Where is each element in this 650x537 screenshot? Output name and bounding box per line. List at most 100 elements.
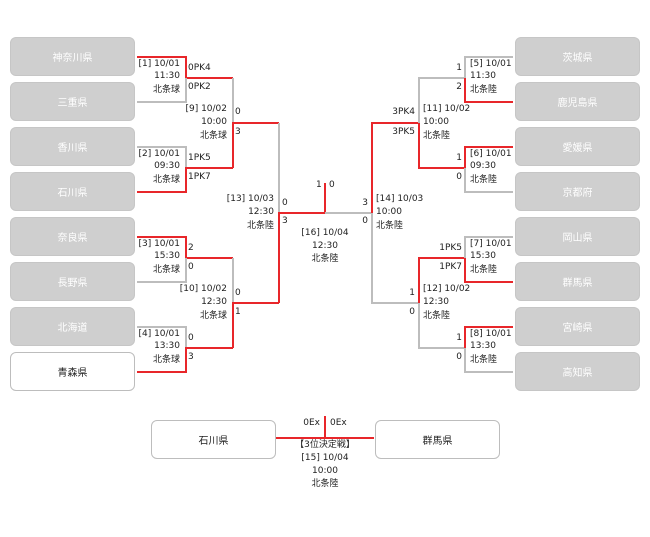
match-id: [2] 10/01 [138, 149, 180, 159]
team-box: 鹿児島県 [515, 82, 640, 121]
match-venue: 北条陸 [246, 221, 274, 231]
score-bottom: 0PK2 [188, 82, 211, 92]
team-box: 高知県 [515, 352, 640, 391]
match-id: [12] 10/02 [423, 284, 471, 294]
score-left: 0Ex [303, 418, 320, 428]
team-name: 京都府 [562, 188, 593, 199]
score-right: 0Ex [330, 418, 347, 428]
match-time: 10:00 [201, 117, 227, 127]
team-name: 宮崎県 [562, 323, 593, 334]
match-7-lines [464, 236, 513, 283]
team-box: 奈良県 [10, 217, 135, 256]
match-time: 12:30 [423, 297, 449, 307]
score-top: 3 [362, 198, 368, 208]
score-top: 1 [409, 288, 415, 298]
team-box: 香川県 [10, 127, 135, 166]
score-bottom: 3 [282, 216, 288, 226]
score-top: 3PK4 [392, 107, 415, 117]
final-score-left: 1 [316, 180, 322, 190]
team-box: 神奈川県 [10, 37, 135, 76]
match-2-lines [137, 146, 233, 193]
team-name: 長野県 [57, 278, 88, 289]
score-top: 1PK5 [439, 243, 462, 253]
match-time: 11:30 [470, 71, 496, 81]
match-11-lines [418, 77, 465, 169]
match-id: [3] 10/01 [138, 239, 180, 249]
match-3-lines [137, 236, 233, 283]
match-id: [11] 10/02 [423, 104, 471, 114]
match-venue: 北条球 [152, 265, 180, 275]
match-16-lines [324, 183, 372, 214]
team-name: 茨城県 [562, 53, 593, 64]
team-box: 群馬県 [515, 262, 640, 301]
score-bottom: 0 [362, 216, 368, 226]
team-name: 高知県 [562, 368, 593, 379]
match-time: 15:30 [154, 251, 180, 261]
match-12-lines [418, 257, 465, 349]
match-id: [5] 10/01 [470, 59, 512, 69]
third-place-team-box: 石川県 [151, 420, 276, 459]
team-box: 岡山県 [515, 217, 640, 256]
champion-team-box: 青森県 [10, 352, 135, 391]
score-bottom: 0 [456, 352, 462, 362]
match-id: [13] 10/03 [226, 194, 274, 204]
team-name: 愛媛県 [562, 143, 593, 154]
score-bottom: 3 [235, 127, 241, 137]
match-venue: 北条陸 [311, 254, 339, 264]
match-15-lines [276, 416, 374, 439]
team-name: 岡山県 [562, 233, 593, 244]
team-name: 神奈川県 [52, 53, 93, 64]
match-venue: 北条陸 [470, 175, 498, 185]
match-id: [7] 10/01 [470, 239, 512, 249]
team-name: 石川県 [57, 188, 88, 199]
team-box: 北海道 [10, 307, 135, 346]
match-1-lines [137, 56, 233, 103]
match-venue: 北条球 [199, 131, 227, 141]
match-9-lines [232, 78, 279, 168]
match-time: 09:30 [154, 161, 180, 171]
match-id: [9] 10/02 [185, 104, 227, 114]
team-name: 群馬県 [562, 278, 593, 289]
match-6-lines [464, 146, 513, 193]
team-box: 宮崎県 [515, 307, 640, 346]
score-bottom: 3 [188, 352, 194, 362]
match-10-lines [232, 258, 279, 348]
match-venue: 北条球 [152, 175, 180, 185]
match-venue: 北条陸 [423, 311, 451, 321]
match-time: 10:00 [312, 466, 338, 476]
match-id: [8] 10/01 [470, 329, 512, 339]
score-bottom: 0 [456, 172, 462, 182]
match-time: 13:30 [154, 341, 180, 351]
score-top: 1 [456, 333, 462, 343]
team-box: 三重県 [10, 82, 135, 121]
match-time: 12:30 [312, 241, 338, 251]
score-top: 0 [235, 107, 241, 117]
match-time: 10:00 [376, 207, 402, 217]
score-top: 1 [456, 63, 462, 73]
match-time: 13:30 [470, 341, 496, 351]
match-id: [1] 10/01 [138, 59, 180, 69]
score-top: 0 [188, 333, 194, 343]
match-time: 11:30 [154, 71, 180, 81]
team-name: 奈良県 [57, 233, 88, 244]
match-id: [10] 10/02 [179, 284, 227, 294]
team-name: 香川県 [57, 143, 88, 154]
score-top: 2 [188, 243, 194, 253]
match-time: 12:30 [248, 207, 274, 217]
match-time: 15:30 [470, 251, 496, 261]
score-bottom: 3PK5 [392, 127, 415, 137]
match-venue: 北条陸 [470, 265, 498, 275]
match-5-lines [464, 56, 513, 103]
team-box: 京都府 [515, 172, 640, 211]
match-4-lines [137, 326, 233, 373]
match-venue: 北条陸 [311, 479, 339, 489]
match-venue: 北条陸 [376, 221, 404, 231]
match-venue: 北条球 [152, 85, 180, 95]
match-id: [14] 10/03 [376, 194, 424, 204]
match-venue: 北条球 [152, 355, 180, 365]
match-time: 10:00 [423, 117, 449, 127]
score-bottom: 0 [409, 307, 415, 317]
match-id: [15] 10/04 [301, 453, 349, 463]
team-name: 青森県 [57, 368, 88, 379]
